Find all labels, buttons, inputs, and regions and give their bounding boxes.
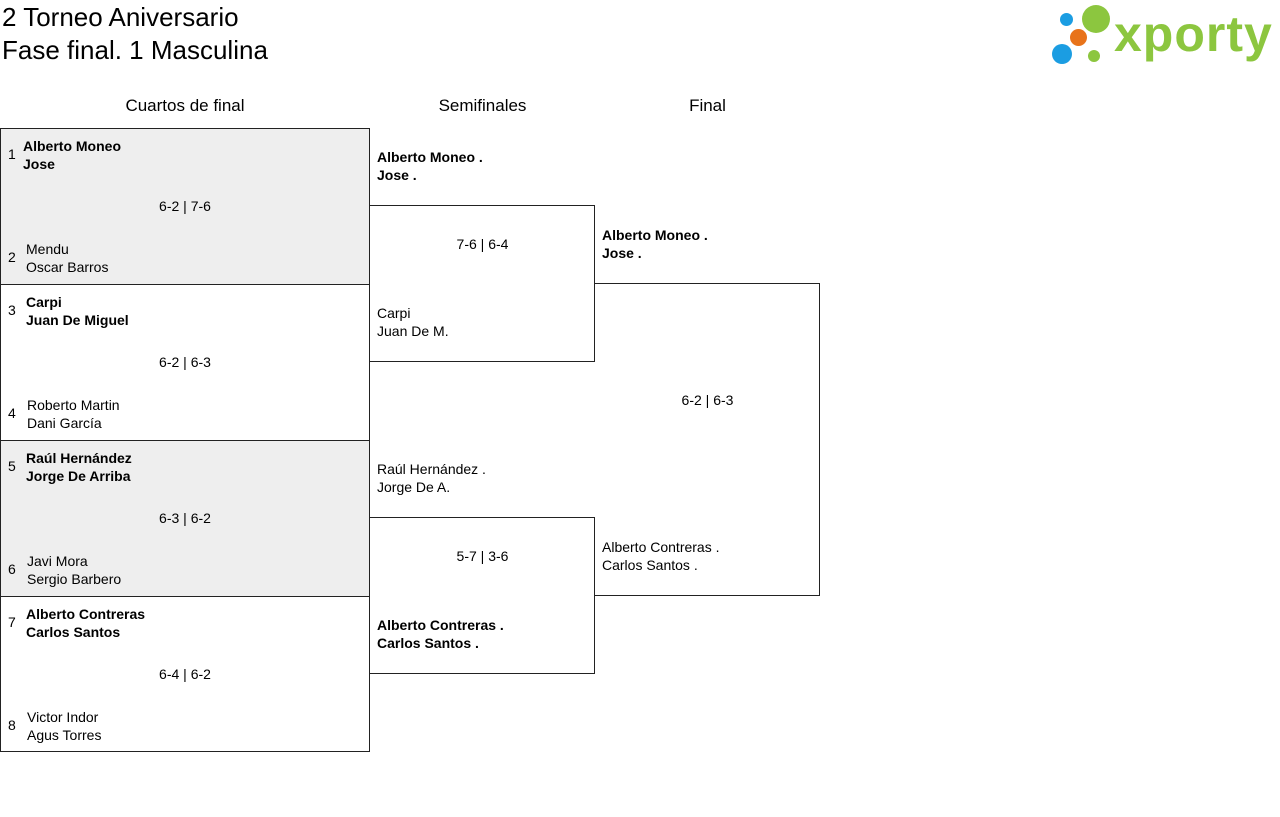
player-name: Victor Indor: [27, 709, 99, 725]
logo-wordmark: xporty: [1114, 6, 1273, 62]
player-name: Alberto Moneo: [23, 138, 121, 154]
player-name: Alberto Moneo .: [377, 149, 483, 165]
player-name: Oscar Barros: [26, 259, 109, 275]
semifinal-2-score: 5-7 | 3-6: [456, 548, 509, 564]
player-name: Jose .: [377, 167, 417, 183]
final-bracket[interactable]: [595, 283, 820, 596]
round-header-semifinals: Semifinales: [438, 96, 527, 115]
quarterfinal-match-4[interactable]: 7 Alberto Contreras Carlos Santos 6-4 | …: [0, 596, 370, 752]
team-top: Carpi Juan De Miguel: [26, 293, 129, 329]
semifinal-bracket-2[interactable]: [370, 517, 595, 674]
match-score: 6-2 | 6-3: [159, 354, 211, 370]
team-bottom: Javi Mora Sergio Barbero: [27, 552, 121, 588]
player-name: Sergio Barbero: [27, 571, 122, 587]
final-score: 6-2 | 6-3: [681, 392, 734, 408]
team-top: Alberto Contreras Carlos Santos: [26, 605, 145, 641]
match-score: 6-2 | 7-6: [159, 198, 211, 214]
seed-number: 5: [8, 458, 16, 474]
player-name: Carpi: [26, 294, 62, 310]
player-name: Jose .: [602, 245, 642, 261]
logo-dot-green-small: [1088, 50, 1100, 62]
player-name: Alberto Contreras .: [602, 539, 720, 555]
seed-number: 2: [8, 249, 16, 265]
round-header-quarterfinals: Cuartos de final: [125, 96, 245, 115]
player-name: Roberto Martin: [27, 397, 120, 413]
player-name: Javi Mora: [27, 553, 88, 569]
round-header-final: Final: [689, 96, 726, 115]
seed-number: 7: [8, 614, 16, 630]
seed-number: 6: [8, 561, 16, 577]
tournament-title: 2 Torneo Aniversario: [2, 2, 239, 32]
player-name: Jose: [23, 156, 55, 172]
semifinal-2-team-top: Raúl Hernández . Jorge De A.: [377, 460, 486, 496]
seed-number: 1: [8, 146, 16, 162]
player-name: Carlos Santos .: [377, 635, 479, 651]
match-score: 6-3 | 6-2: [159, 510, 211, 526]
quarterfinal-match-3[interactable]: 5 Raúl Hernández Jorge De Arriba 6-3 | 6…: [0, 440, 370, 597]
logo-dot-blue-large: [1052, 44, 1072, 64]
player-name: Carpi: [377, 305, 411, 321]
player-name: Juan De Miguel: [26, 312, 129, 328]
xporty-logo: xporty: [1050, 4, 1278, 68]
team-bottom: Roberto Martin Dani García: [27, 396, 120, 432]
seed-number: 4: [8, 405, 16, 421]
team-top: Alberto Moneo Jose: [23, 137, 121, 173]
player-name: Dani García: [27, 415, 102, 431]
final-team-bottom: Alberto Contreras . Carlos Santos .: [602, 538, 720, 574]
semifinal-1-score: 7-6 | 6-4: [456, 236, 509, 252]
player-name: Jorge De Arriba: [26, 468, 131, 484]
quarterfinal-match-2[interactable]: 3 Carpi Juan De Miguel 6-2 | 6-3 4 Rober…: [0, 284, 370, 441]
player-name: Juan De M.: [377, 323, 449, 339]
quarterfinal-match-1[interactable]: 1 Alberto Moneo Jose 6-2 | 7-6 2 Mendu O…: [0, 128, 370, 285]
seed-number: 8: [8, 717, 16, 733]
player-name: Jorge De A.: [377, 479, 451, 495]
semifinal-1-team-top: Alberto Moneo . Jose .: [377, 148, 483, 184]
seed-number: 3: [8, 302, 16, 318]
player-name: Mendu: [26, 241, 69, 257]
team-top: Raúl Hernández Jorge De Arriba: [26, 449, 132, 485]
semifinal-bracket-1[interactable]: [370, 205, 595, 362]
team-bottom: Victor Indor Agus Torres: [27, 708, 101, 744]
logo-dot-green-large: [1082, 5, 1110, 33]
player-name: Alberto Contreras: [26, 606, 146, 622]
player-name: Agus Torres: [27, 727, 102, 743]
tournament-subtitle: Fase final. 1 Masculina: [2, 35, 268, 65]
player-name: Raúl Hernández: [26, 450, 132, 466]
player-name: Raúl Hernández .: [377, 461, 486, 477]
team-bottom: Mendu Oscar Barros: [26, 240, 108, 276]
player-name: Alberto Moneo .: [602, 227, 708, 243]
semifinal-2-team-bottom: Alberto Contreras . Carlos Santos .: [377, 616, 504, 652]
final-team-top: Alberto Moneo . Jose .: [602, 226, 708, 262]
player-name: Carlos Santos: [26, 624, 121, 640]
logo-dot-orange: [1070, 29, 1087, 46]
match-score: 6-4 | 6-2: [159, 666, 211, 682]
player-name: Alberto Contreras .: [377, 617, 504, 633]
logo-dot-blue-small: [1060, 13, 1073, 26]
semifinal-1-team-bottom: Carpi Juan De M.: [377, 304, 449, 340]
player-name: Carlos Santos .: [602, 557, 698, 573]
